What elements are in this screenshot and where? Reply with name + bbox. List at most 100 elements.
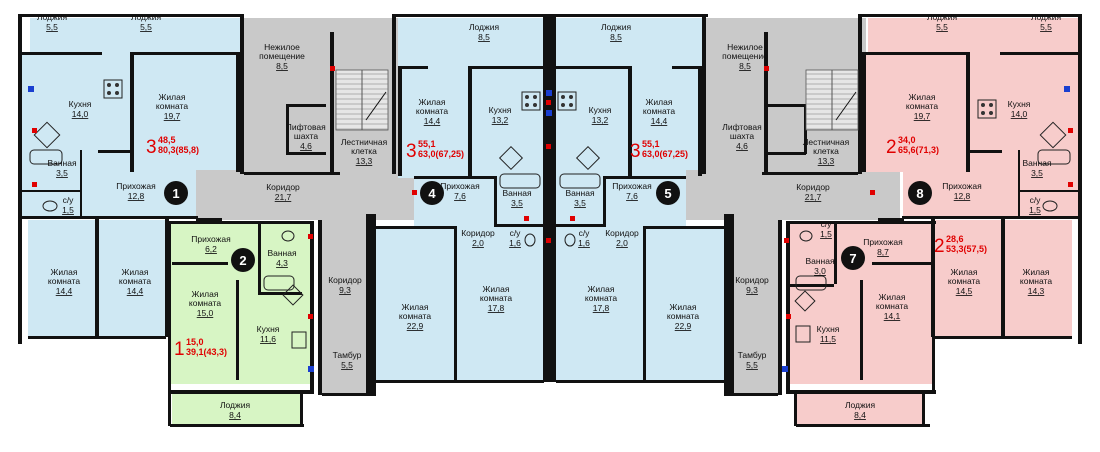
room-name: Жилая <box>670 302 697 312</box>
room-area: 14,1 <box>884 311 901 321</box>
room-area: 4,6 <box>300 141 312 151</box>
room-name: помещение <box>722 51 768 61</box>
total-area: 63,0(67,25) <box>642 149 688 159</box>
room-name: Жилая <box>588 284 615 294</box>
room-area: 15,0 <box>197 308 214 318</box>
room-wc-7: с/у1,5 <box>820 219 832 239</box>
room-name: комната <box>119 276 151 286</box>
marker-7[interactable]: 7 <box>841 246 865 270</box>
living-area: 55,1 <box>642 139 660 149</box>
room-area: 3,5 <box>574 198 586 208</box>
marker-circle <box>841 246 865 270</box>
room-name: Лестничная <box>803 137 850 147</box>
room-name: комната <box>667 311 699 321</box>
room-name: Лоджия <box>927 12 958 22</box>
room-name: Ванная <box>47 158 77 168</box>
room-area: 21,7 <box>805 192 822 202</box>
room-name: Жилая <box>402 302 429 312</box>
room-name: комната <box>585 293 617 303</box>
marker-number: 1 <box>172 186 179 201</box>
room-name: Кухня <box>817 324 840 334</box>
room-area: 12,8 <box>128 191 145 201</box>
room-name: Жилая <box>122 267 149 277</box>
marker-number: 5 <box>664 186 671 201</box>
room-area: 9,3 <box>746 285 758 295</box>
stairs-left <box>335 69 389 131</box>
total-area: 63,0(67,25) <box>418 149 464 159</box>
room-name: Кухня <box>69 99 92 109</box>
room-name: Жилая <box>951 267 978 277</box>
room-count: 2 <box>886 137 897 158</box>
room-name: комната <box>948 276 980 286</box>
marker-8[interactable]: 8 <box>908 181 932 205</box>
room-name: Коридор <box>328 275 362 285</box>
room-area: 7,6 <box>454 191 466 201</box>
room-area: 6,2 <box>205 244 217 254</box>
room-area: 8,5 <box>739 61 751 71</box>
room-name: Кухня <box>489 105 512 115</box>
room-area: 4,3 <box>276 258 288 268</box>
room-name: с/у <box>579 228 591 238</box>
total-area: 65,6(71,3) <box>898 145 939 155</box>
room-wc-4: с/у1,6 <box>509 228 521 248</box>
room-name: Лоджия <box>220 400 251 410</box>
room-area: 11,5 <box>820 334 836 344</box>
living-area: 28,6 <box>946 234 964 244</box>
room-area: 14,4 <box>651 116 668 126</box>
marker-1[interactable]: 1 <box>164 181 188 205</box>
room-area: 1,6 <box>509 238 521 248</box>
sink-icon <box>33 121 1067 312</box>
bathtub-icon <box>29 149 1071 291</box>
room-name: Прихожая <box>863 237 903 247</box>
room-name: Жилая <box>1023 267 1050 277</box>
marker-circle <box>908 181 932 205</box>
room-area: 13,3 <box>356 156 373 166</box>
room-name: шахта <box>730 131 754 141</box>
room-name: Кухня <box>1008 99 1031 109</box>
room-name: комната <box>480 293 512 303</box>
marker-2[interactable]: 2 <box>231 248 255 272</box>
marker-number: 4 <box>428 186 436 201</box>
room-name: комната <box>643 106 675 116</box>
room-name: комната <box>48 276 80 286</box>
room-area: 1,5 <box>820 229 832 239</box>
room-name: Жилая <box>419 97 446 107</box>
room-name: комната <box>156 101 188 111</box>
living-area: 15,0 <box>186 337 204 347</box>
room-name: Жилая <box>159 92 186 102</box>
room-area: 14,0 <box>1011 109 1028 119</box>
room-area: 4,6 <box>736 141 748 151</box>
room-area: 3,5 <box>56 168 68 178</box>
room-labels: Лоджия5,5Лоджия5,5Кухня14,0Жилаякомната1… <box>37 12 1062 420</box>
room-name: комната <box>416 106 448 116</box>
room-name: Лифтовая <box>286 122 326 132</box>
total-area: 53,3(57,5) <box>946 244 987 254</box>
room-area: 14,4 <box>56 286 73 296</box>
marker-4[interactable]: 4 <box>420 181 444 205</box>
room-name: с/у <box>63 195 75 205</box>
marker-5[interactable]: 5 <box>656 181 680 205</box>
room-area: 8,5 <box>276 61 288 71</box>
room-area: 7,6 <box>626 191 638 201</box>
